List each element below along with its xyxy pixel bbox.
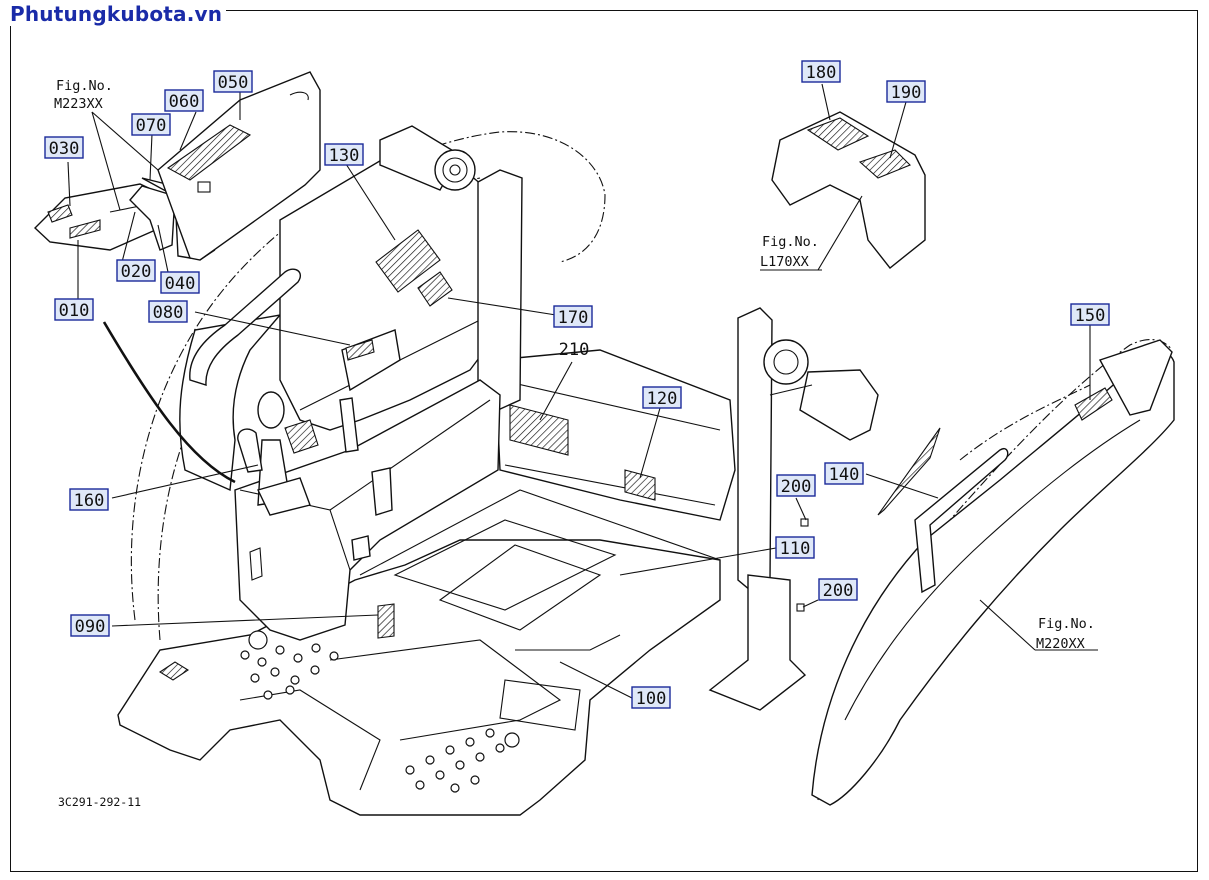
callout-box-080[interactable] [148, 300, 188, 323]
callout-box-020[interactable] [116, 259, 156, 282]
callout-label-030[interactable]: 030 [49, 139, 80, 159]
floor-plate [117, 489, 721, 816]
callout-label-200b[interactable]: 200 [823, 581, 854, 601]
callout-box-150[interactable] [1070, 303, 1110, 326]
callout-label-190[interactable]: 190 [891, 83, 922, 103]
callout-box-110[interactable] [775, 536, 815, 559]
callout-box-060[interactable] [164, 89, 204, 112]
fig-ref-m220-line2: M220XX [1036, 636, 1085, 652]
callout-label-170[interactable]: 170 [558, 308, 589, 328]
callout-label-100[interactable]: 100 [636, 689, 667, 709]
rear-deck [494, 349, 736, 521]
fig-ref-m223: Fig.No. M223XX [54, 78, 113, 112]
callout-box-050[interactable] [213, 70, 253, 93]
callout-box-090[interactable] [70, 614, 110, 637]
callout-label-160[interactable]: 160 [74, 491, 105, 511]
callout-label-070[interactable]: 070 [136, 116, 167, 136]
callout-label-150[interactable]: 150 [1075, 306, 1106, 326]
leader-lines [67, 83, 1098, 699]
fig-ref-l170: Fig.No. L170XX [760, 234, 822, 271]
fig-ref-m223-line2: M223XX [54, 96, 103, 112]
callout-label-180[interactable]: 180 [806, 63, 837, 83]
right-fender [811, 339, 1175, 806]
site-title[interactable]: Phutungkubota.vn [6, 2, 227, 26]
callout-box-170[interactable] [553, 305, 593, 328]
top-right-cover [771, 111, 926, 269]
callout-box-030[interactable] [44, 136, 84, 159]
fig-ref-l170-line1: Fig.No. [762, 234, 819, 250]
fig-ref-m220-line1: Fig.No. [1038, 616, 1095, 632]
floor-holes-right [405, 728, 520, 793]
callout-box-130[interactable] [324, 143, 364, 166]
callout-box-100[interactable] [631, 686, 671, 709]
callout-box-200a[interactable] [776, 474, 816, 497]
callout-label-210[interactable]: 210 [559, 340, 590, 360]
part-140-decal [877, 427, 941, 516]
rops-post-right [708, 307, 879, 711]
callout-box-010[interactable] [54, 298, 94, 321]
callout-box-180[interactable] [801, 60, 841, 83]
callout-box-140[interactable] [824, 462, 864, 485]
callout-box-120[interactable] [642, 386, 682, 409]
rops-post-left [379, 125, 523, 411]
callout-label-130[interactable]: 130 [329, 146, 360, 166]
callout-label-040[interactable]: 040 [165, 274, 196, 294]
floor-holes-left [240, 630, 339, 700]
callout-label-020[interactable]: 020 [121, 262, 152, 282]
callout-label-090[interactable]: 090 [75, 617, 106, 637]
control-tower [234, 329, 501, 641]
callout-box-070[interactable] [131, 113, 171, 136]
fig-ref-l170-line2: L170XX [760, 254, 809, 270]
callout-label-120[interactable]: 120 [647, 389, 678, 409]
callout-label-050[interactable]: 050 [218, 73, 249, 93]
cab-panel [179, 154, 516, 492]
callout-box-040[interactable] [160, 271, 200, 294]
callout-label-010[interactable]: 010 [59, 301, 90, 321]
callout-label-110[interactable]: 110 [780, 539, 811, 559]
callout-label-140[interactable]: 140 [829, 465, 860, 485]
fig-ref-m220: Fig.No. M220XX [1036, 616, 1095, 652]
callout-label-200a[interactable]: 200 [781, 477, 812, 497]
switch-panel [157, 71, 321, 261]
callout-box-190[interactable] [886, 80, 926, 103]
fig-ref-m223-line1: Fig.No. [56, 78, 113, 94]
callout-label-080[interactable]: 080 [153, 303, 184, 323]
callout-box-160[interactable] [69, 488, 109, 511]
drawing-code: 3C291-292-11 [58, 795, 141, 809]
callout-box-200b[interactable] [818, 578, 858, 601]
callout-label-060[interactable]: 060 [169, 92, 200, 112]
